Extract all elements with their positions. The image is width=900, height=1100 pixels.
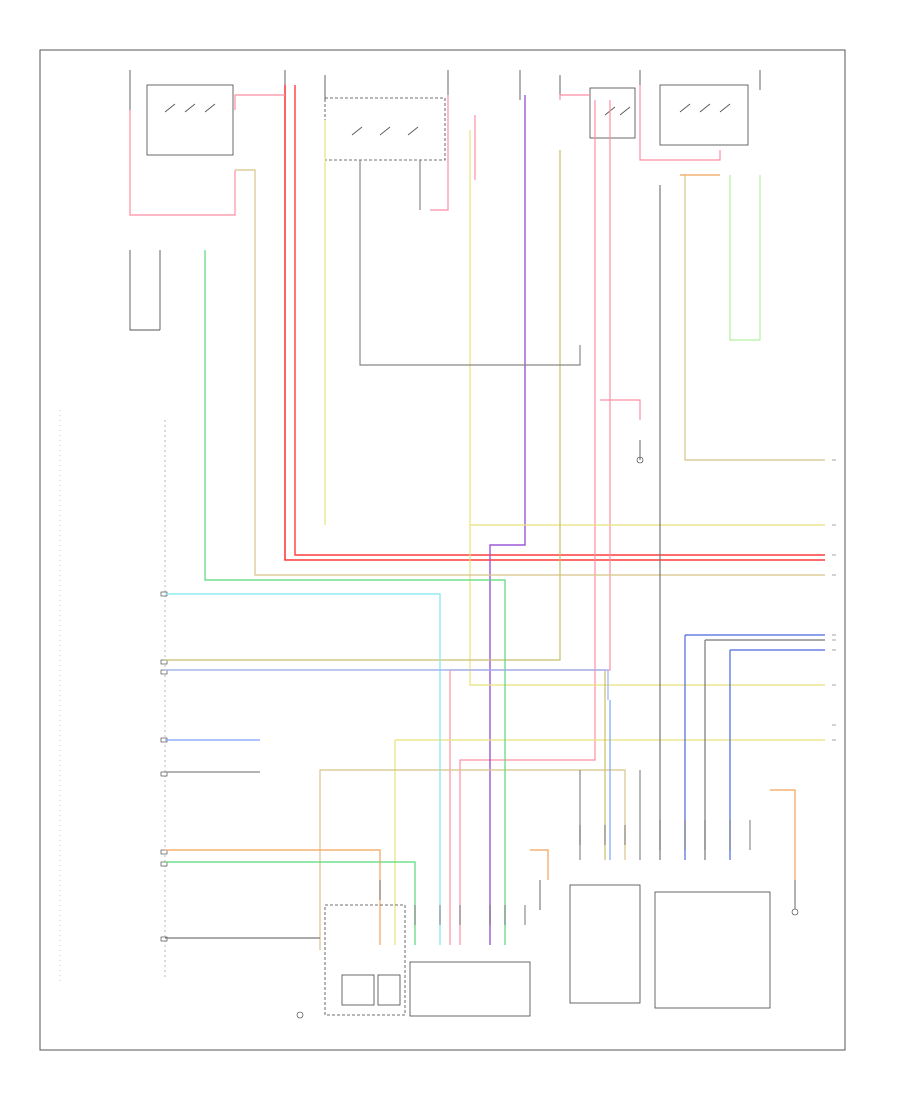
wire-green bbox=[204, 250, 506, 945]
wire-blue-pcm bbox=[165, 669, 609, 700]
wire-violet bbox=[489, 95, 526, 945]
wire-blue-2 bbox=[729, 649, 825, 860]
module-overhead-inner-2 bbox=[377, 974, 401, 1006]
bottom-modules bbox=[324, 820, 771, 1017]
wire-olive-pcm-2 bbox=[165, 669, 606, 860]
wire-orange bbox=[165, 789, 796, 945]
module-connector-pins bbox=[379, 820, 751, 925]
right-terminators bbox=[832, 459, 836, 741]
relay-switch-4 bbox=[679, 103, 731, 113]
wire-pink-center bbox=[430, 95, 476, 211]
wire-light-blue bbox=[165, 700, 611, 860]
wire-light-green bbox=[729, 175, 761, 341]
wire-blue-1 bbox=[684, 634, 825, 860]
wire-tan-loop bbox=[319, 769, 626, 950]
ground-symbols bbox=[129, 250, 799, 1019]
relay-box-3 bbox=[589, 87, 636, 139]
wire-yellow-long bbox=[469, 525, 825, 686]
wire-olive-pcm bbox=[165, 150, 561, 661]
relay-switch-2 bbox=[351, 126, 419, 136]
wires bbox=[129, 85, 825, 950]
pcm-pin-3 bbox=[160, 669, 168, 675]
ground-left bbox=[129, 250, 161, 331]
wire-gray-center bbox=[359, 160, 581, 366]
wire-green-lower bbox=[165, 861, 416, 945]
pcm-pin-7 bbox=[160, 861, 168, 867]
module-overhead-inner-1 bbox=[341, 974, 375, 1006]
wire-red-main bbox=[284, 85, 825, 561]
pcm-pin-8 bbox=[160, 936, 168, 942]
module-fuel-tank-pressure bbox=[569, 884, 641, 1004]
diagram-frame bbox=[39, 49, 846, 1051]
relay-box-1 bbox=[146, 84, 234, 156]
module-overhead-console bbox=[324, 904, 406, 1016]
wire-pink-branch-to-bottom bbox=[449, 100, 611, 945]
wire-tan-2 bbox=[684, 175, 825, 461]
pcm-pin-5 bbox=[160, 771, 168, 777]
wire-pink-relay-loop bbox=[129, 94, 285, 216]
wire-pink-to-module bbox=[459, 100, 596, 945]
sensor-right-small-end bbox=[791, 908, 799, 916]
ground-center bbox=[296, 1011, 304, 1019]
wire-tan-1 bbox=[235, 169, 825, 576]
pcm-pin-2 bbox=[160, 659, 168, 665]
pcm-pin-6 bbox=[160, 849, 168, 855]
powertrain-control-module bbox=[59, 410, 168, 985]
module-fuel-pump-driver bbox=[654, 891, 771, 1009]
wire-red-secondary bbox=[294, 85, 825, 556]
module-body-control bbox=[409, 961, 531, 1017]
wire-cyan bbox=[165, 593, 441, 945]
relay-box-2 bbox=[324, 97, 446, 161]
top-modules bbox=[129, 70, 761, 161]
wire-pink-right-relay bbox=[559, 85, 721, 420]
wire-yellow-top bbox=[469, 130, 825, 526]
relay-box-4 bbox=[659, 84, 749, 146]
fuse-stubs bbox=[129, 70, 761, 110]
relay-switch-3 bbox=[604, 106, 631, 116]
relay-switch-1 bbox=[164, 103, 216, 113]
